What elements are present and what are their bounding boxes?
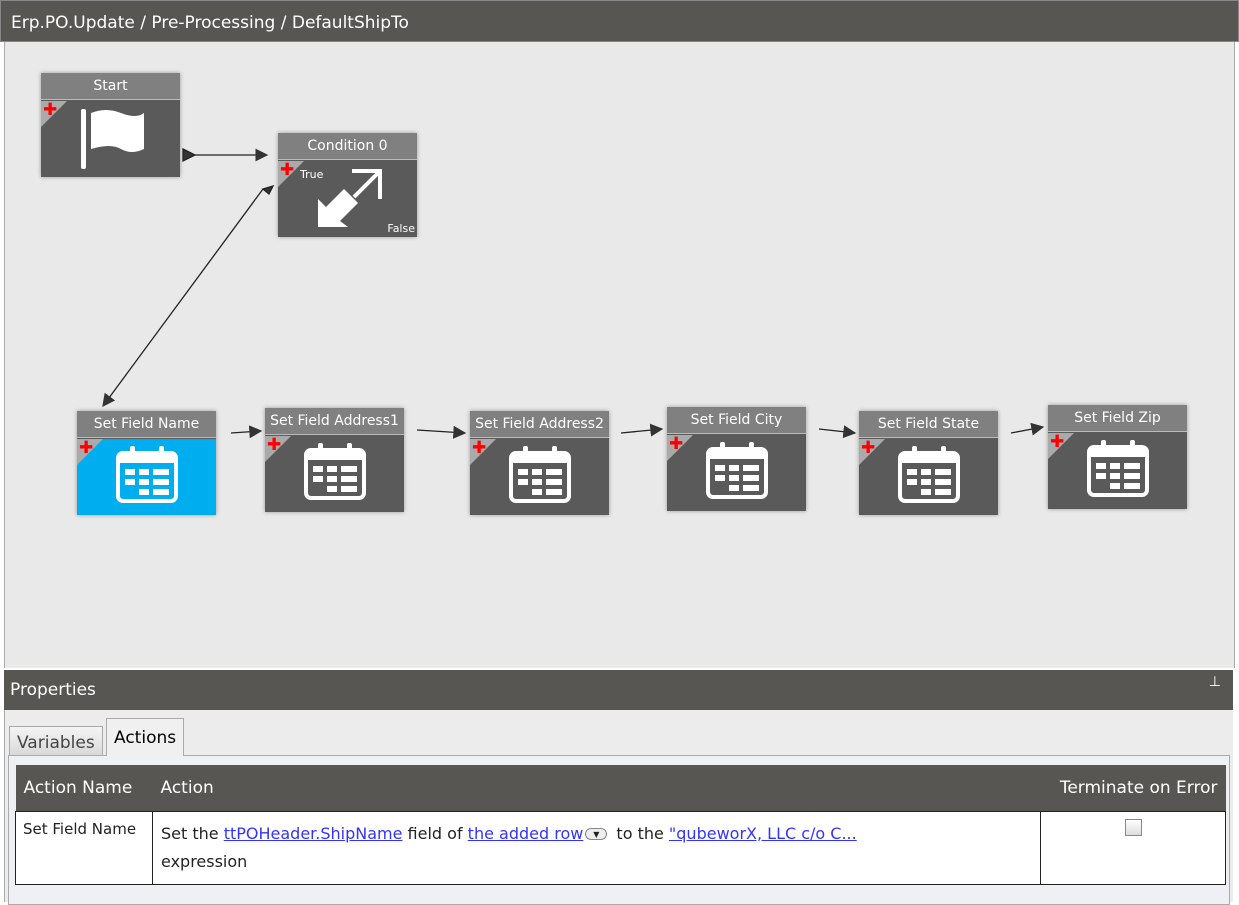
output-port[interactable]: [182, 147, 197, 163]
col-action-name: Action Name: [15, 765, 153, 811]
pin-icon[interactable]: ⊥: [1208, 674, 1221, 690]
connector: [1010, 422, 1045, 436]
text: field of: [402, 823, 468, 843]
connector: [416, 425, 467, 439]
node-title: Set Field State: [859, 411, 998, 438]
node-condition[interactable]: Condition 0 ✚ True False: [278, 133, 417, 237]
add-icon[interactable]: ✚: [280, 160, 295, 180]
node-set-field[interactable]: Set Field Name✚: [77, 411, 216, 515]
node-title: Condition 0: [278, 133, 417, 160]
dropdown-icon[interactable]: ▼: [585, 828, 608, 840]
action-cell: Set the ttPOHeader.ShipName field of the…: [152, 810, 1041, 885]
connectors: [102, 147, 1045, 439]
node-title: Start: [41, 73, 180, 100]
field-link[interactable]: ttPOHeader.ShipName: [223, 823, 403, 843]
terminate-on-error-checkbox[interactable]: [1124, 818, 1142, 836]
calendar-icon: [1048, 439, 1187, 497]
table-row[interactable]: Set Field Name Set the ttPOHeader.ShipNa…: [15, 810, 1226, 885]
col-terminate: Terminate on Error: [1040, 765, 1226, 811]
node-set-field[interactable]: Set Field Address2✚: [470, 411, 609, 515]
expression-link[interactable]: "qubeworX, LLC c/o C...: [668, 823, 857, 843]
tab-actions[interactable]: Actions: [106, 718, 185, 756]
false-port-label: False: [387, 222, 415, 235]
calendar-icon: [470, 445, 609, 503]
connector: [230, 425, 263, 439]
designer-title: Erp.PO.Update / Pre-Processing / Default…: [0, 0, 1239, 42]
text: Set the: [161, 823, 224, 843]
node-set-field[interactable]: Set Field Address1✚: [265, 408, 404, 512]
add-icon[interactable]: ✚: [861, 438, 876, 458]
calendar-icon: [667, 441, 806, 499]
node-title: Set Field City: [667, 407, 806, 434]
row-link[interactable]: the added row: [467, 823, 584, 843]
add-icon[interactable]: ✚: [267, 435, 282, 455]
add-icon[interactable]: ✚: [472, 438, 487, 458]
input-port[interactable]: [261, 184, 275, 196]
workflow-canvas[interactable]: Start ✚ Condition 0 ✚ True False Set Fie…: [4, 42, 1235, 668]
properties-title: Properties: [10, 680, 96, 700]
node-title: Set Field Address2: [470, 411, 609, 438]
node-title: Set Field Address1: [265, 408, 404, 435]
node-title: Set Field Zip: [1048, 405, 1187, 432]
node-title: Set Field Name: [77, 411, 216, 438]
terminate-cell: [1040, 810, 1226, 885]
add-icon[interactable]: ✚: [79, 438, 94, 458]
true-port-label: True: [300, 168, 324, 181]
connector-condition-setfieldname: [102, 188, 264, 408]
calendar-icon: [859, 445, 998, 503]
tab-variables[interactable]: Variables: [9, 726, 103, 756]
action-name-cell: Set Field Name: [15, 810, 153, 885]
calendar-icon: [265, 442, 404, 500]
connector: [818, 425, 857, 439]
properties-header: Properties ⊥: [4, 670, 1233, 710]
flag-icon: [41, 107, 180, 171]
add-icon[interactable]: ✚: [1050, 432, 1065, 452]
node-start[interactable]: Start ✚: [41, 73, 180, 177]
text: to the: [611, 823, 669, 843]
connector: [620, 423, 664, 437]
calendar-icon: [77, 445, 216, 503]
text: expression: [161, 851, 248, 871]
node-set-field[interactable]: Set Field Zip✚: [1048, 405, 1187, 509]
col-action: Action: [152, 765, 1041, 811]
add-icon[interactable]: ✚: [669, 434, 684, 454]
add-icon[interactable]: ✚: [43, 100, 58, 120]
condition-arrows-icon: [278, 167, 417, 229]
node-set-field[interactable]: Set Field State✚: [859, 411, 998, 515]
node-set-field[interactable]: Set Field City✚: [667, 407, 806, 511]
